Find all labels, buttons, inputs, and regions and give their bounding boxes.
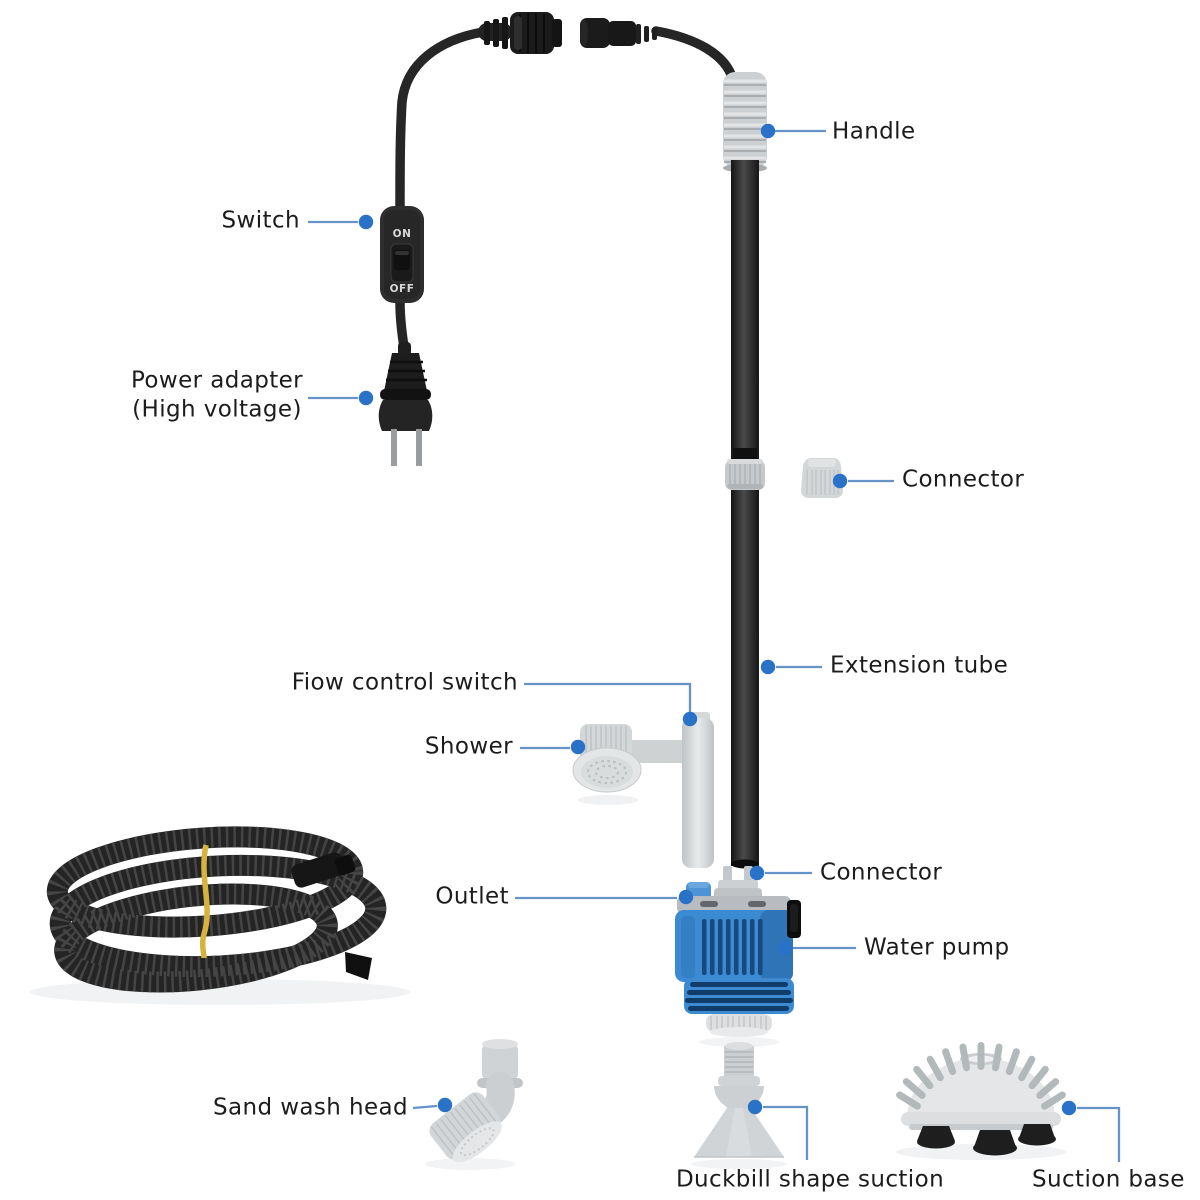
hose-coil bbox=[30, 826, 410, 1005]
cable-connector-left bbox=[478, 12, 562, 54]
duckbill-nozzle bbox=[691, 1042, 787, 1169]
leader-dot bbox=[760, 659, 776, 675]
leader-handle bbox=[760, 123, 826, 139]
inline-switch: ON OFF bbox=[380, 206, 424, 303]
suction-base-slots bbox=[896, 1042, 1066, 1110]
shower-assembly bbox=[572, 712, 714, 868]
leader-outlet bbox=[515, 889, 694, 905]
label-suction-base: Suction base bbox=[1032, 1166, 1185, 1193]
label-extension-tube: Extension tube bbox=[830, 652, 1009, 679]
shower-arm bbox=[628, 740, 690, 763]
label-power-adapter-line2: (High voltage) bbox=[132, 396, 302, 423]
leader-dot bbox=[832, 473, 848, 489]
label-water-pump: Water pump bbox=[864, 934, 1010, 961]
leader-connector-bottom bbox=[749, 865, 812, 881]
leader-dot bbox=[437, 1097, 453, 1113]
leader-water-pump bbox=[777, 940, 856, 956]
shower-shadow bbox=[578, 795, 638, 805]
switch-on-marking: ON bbox=[393, 228, 412, 240]
leader-extension-tube bbox=[760, 659, 822, 675]
label-flow-control: Fiow control switch bbox=[291, 669, 518, 696]
label-power-adapter-line1: Power adapter bbox=[130, 367, 304, 394]
handle-grip bbox=[723, 72, 767, 173]
label-switch: Switch bbox=[221, 207, 300, 234]
leader-dot bbox=[760, 123, 776, 139]
leader-switch bbox=[308, 214, 374, 230]
label-connector-bottom: Connector bbox=[820, 859, 943, 886]
leader-dot bbox=[749, 865, 765, 881]
leader-dot bbox=[747, 1099, 763, 1115]
leader-dot bbox=[358, 214, 374, 230]
label-handle: Handle bbox=[832, 118, 916, 145]
leader-dot bbox=[358, 390, 374, 406]
connector-cap bbox=[801, 458, 843, 498]
label-shower: Shower bbox=[424, 733, 513, 760]
leader-flow-control bbox=[524, 682, 698, 727]
suction-cups bbox=[917, 1124, 1056, 1156]
leader-dot bbox=[678, 889, 694, 905]
outlet-tube bbox=[682, 718, 714, 868]
leader-connector-top bbox=[832, 473, 894, 489]
sand-wash-head bbox=[425, 1039, 523, 1170]
leader-shower bbox=[520, 739, 586, 755]
label-sand-wash-head: Sand wash head bbox=[213, 1094, 408, 1121]
power-plug bbox=[378, 342, 433, 466]
leader-duckbill bbox=[747, 1099, 809, 1160]
leader-power-adapter bbox=[308, 390, 374, 406]
label-duckbill: Duckbill shape suction bbox=[675, 1166, 945, 1193]
suction-base bbox=[896, 1042, 1066, 1160]
pump-vents bbox=[702, 919, 763, 975]
extension-tube bbox=[731, 160, 759, 869]
leader-suction-base bbox=[1061, 1100, 1121, 1162]
power-cable bbox=[395, 26, 738, 352]
pump-thread-ring bbox=[706, 1014, 772, 1037]
water-pump bbox=[675, 882, 801, 1047]
label-outlet: Outlet bbox=[435, 883, 509, 910]
leader-dot bbox=[570, 739, 586, 755]
hose-tie bbox=[199, 844, 210, 959]
leader-dot bbox=[1061, 1100, 1077, 1116]
label-connector-top: Connector bbox=[902, 466, 1025, 493]
leader-dot bbox=[777, 940, 793, 956]
switch-off-marking: OFF bbox=[390, 283, 415, 295]
tube-collar bbox=[725, 459, 765, 490]
leader-dot bbox=[682, 711, 698, 727]
shower-head bbox=[572, 724, 642, 793]
leader-sand-wash-head bbox=[412, 1097, 453, 1113]
label-power-adapter: Power adapter (High voltage) bbox=[131, 367, 303, 425]
cable-connector-right bbox=[580, 18, 657, 48]
